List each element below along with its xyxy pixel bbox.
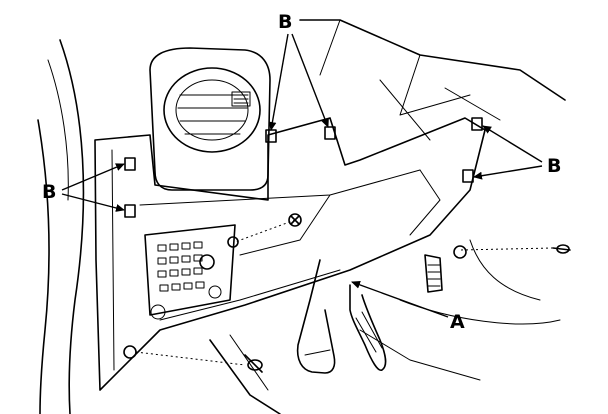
dash-upper: [299, 19, 566, 141]
callout-b-left: B: [42, 181, 56, 203]
callout-b-top: B: [278, 11, 292, 33]
a-pillar: [37, 39, 85, 414]
air-vent: [149, 47, 271, 191]
clip-markers: [124, 117, 483, 218]
callout-a: A: [450, 311, 465, 333]
pedals: [296, 254, 443, 374]
leader-lines: [61, 33, 543, 318]
fuse-box: [144, 224, 236, 320]
bolts: [123, 213, 571, 373]
steering-column-area: [209, 239, 561, 414]
knee-bolster-panel: [94, 117, 486, 391]
callout-b-right: B: [547, 155, 561, 177]
